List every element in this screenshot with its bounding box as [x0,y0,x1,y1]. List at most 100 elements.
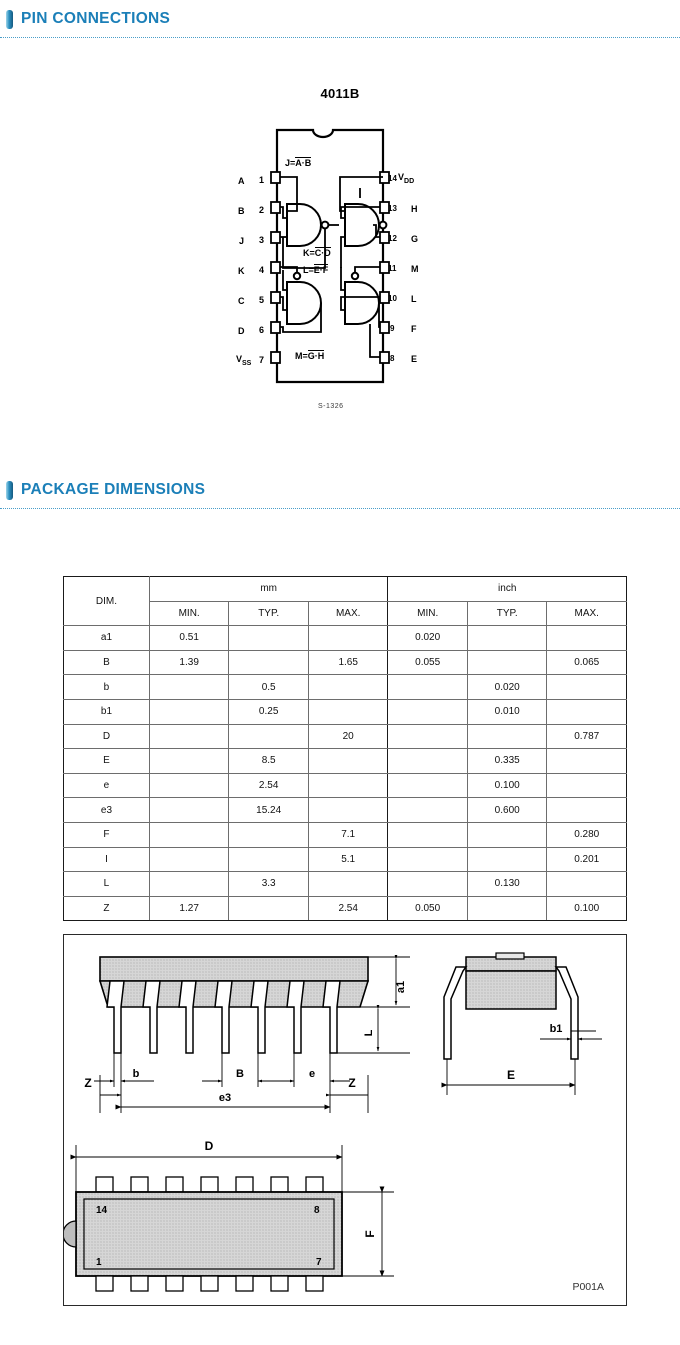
cell-in-typ [466,895,548,922]
pin-label-14: VDD [398,172,415,185]
cell-in-min [387,748,468,774]
pin-connections-diagram-block: 4011B [0,86,680,101]
section-divider [0,508,680,509]
header-group-mm: mm [148,576,389,602]
table-header-row-groups: DIM. mm inch [63,575,627,627]
cell-in-max [546,748,627,774]
cell-in-typ: 0.130 [466,871,548,897]
cell-mm-typ: 3.3 [228,871,309,897]
cell-mm-typ: 0.5 [228,674,309,700]
cell-dim: B [63,649,150,676]
pin-number-2: 2 [259,205,265,215]
cell-in-typ: 0.335 [466,748,548,774]
top-view-pin-14: 14 [96,1205,108,1216]
pin-label-4: K [238,266,245,276]
package-drawing-svg: a1 L b B [64,952,602,1292]
cell-in-min [387,723,468,750]
section-divider [0,37,680,38]
section-header-package-dimensions: PACKAGE DIMENSIONS [0,477,680,509]
cell-dim: e3 [63,797,150,823]
top-view: 14 8 1 7 D F [64,1139,394,1292]
cell-in-typ: 0.600 [466,797,548,823]
header-mm-typ: TYP. [228,600,309,627]
cell-in-typ: 0.100 [466,772,548,799]
chip-pinout-drawing: A 1 B 2 J 3 K 4 C 5 D 6 VSS 7 14 VDD 13 … [0,110,680,420]
cell-dim: a1 [63,625,150,651]
pin-number-9: 9 [390,324,395,333]
cell-in-min [387,871,468,897]
header-inch-min: MIN. [387,600,468,627]
cell-in-typ [466,625,548,651]
cell-mm-typ: 15.24 [228,797,309,823]
pin-number-12: 12 [388,234,397,243]
cell-mm-max [307,871,389,897]
cell-mm-min: 0.51 [148,625,230,651]
cell-in-typ [466,649,548,676]
cell-mm-typ [228,649,309,676]
section-header-pin-connections: PIN CONNECTIONS [0,6,680,38]
pin-label-5: C [238,296,245,306]
pin-label-9: F [411,324,417,334]
section-title-pin-connections: PIN CONNECTIONS [21,10,171,27]
cell-mm-min [148,797,230,823]
cell-in-min [387,846,468,873]
pin-label-8: E [411,354,418,364]
blue-bar-icon [6,480,13,500]
cell-mm-min: 1.39 [148,649,230,676]
pin-label-13: H [411,204,418,214]
cell-mm-min: 1.27 [148,895,230,922]
pin-label-1: A [238,176,245,186]
header-dim: DIM. [63,575,150,627]
pin-number-11: 11 [388,264,397,273]
cell-mm-max: 1.65 [307,649,389,676]
cell-mm-max [307,698,389,725]
cell-mm-max [307,797,389,823]
top-view-pin-1: 1 [96,1257,102,1268]
diagram-artifact-code: S-1326 [318,403,344,410]
cell-dim: Z [63,895,150,922]
package-code: P001A [572,1281,604,1293]
pin-number-5: 5 [259,295,265,305]
label-b: b [133,1068,140,1080]
cell-dim: F [63,821,150,848]
cell-mm-typ [228,846,309,873]
pin-label-7: VSS [236,354,252,367]
cell-mm-max [307,625,389,651]
cell-mm-max [307,674,389,700]
cell-mm-max: 2.54 [307,895,389,922]
cell-mm-typ [228,723,309,750]
label-e3: e3 [219,1092,231,1104]
equation-k: K=C·D [303,247,331,258]
pin-label-2: B [238,206,245,216]
cell-in-min [387,698,468,725]
label-L: L [363,1029,375,1036]
cell-in-max: 0.280 [546,821,627,848]
header-inch-max: MAX. [546,600,627,627]
cell-dim: E [63,748,150,774]
pin-label-3: J [239,236,245,246]
package-dimensions-table: DIM. mm inch MIN. TYP. MAX. MIN. TYP. MA… [63,575,627,922]
pinout-svg [270,128,390,384]
cell-mm-min [148,772,230,799]
pin-number-10: 10 [388,294,397,303]
cell-in-min [387,674,468,700]
equation-l: L=E·F [303,264,329,275]
pin-label-6: D [238,326,245,336]
package-drawing-panel: a1 L b B [63,934,627,1306]
pin-label-11: M [411,264,419,274]
pin-number-3: 3 [259,235,265,245]
cell-in-max [546,625,627,651]
cell-in-min: 0.055 [387,649,468,676]
pin-number-14: 14 [388,174,397,183]
cell-in-typ: 0.010 [466,698,548,725]
cell-dim: I [63,846,150,873]
pin-number-8: 8 [390,354,395,363]
pin-number-6: 6 [259,325,265,335]
cell-mm-min [148,748,230,774]
pin-number-1: 1 [259,175,265,185]
